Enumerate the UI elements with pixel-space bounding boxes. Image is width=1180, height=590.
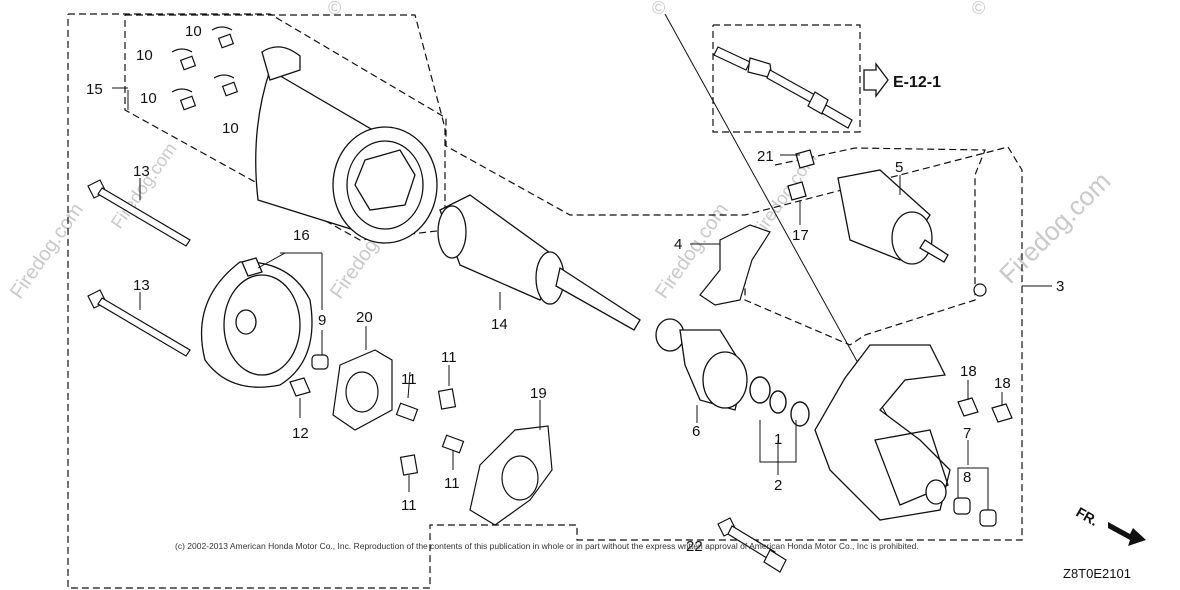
callout-16: 16	[293, 227, 310, 244]
callout-4: 4	[674, 236, 682, 253]
callout-7: 7	[963, 425, 971, 442]
bushing-8-nuts-18	[953, 397, 1013, 527]
callout-18-a: 18	[960, 363, 977, 380]
front-direction-label: FR.	[1074, 504, 1102, 529]
leader-lines	[112, 87, 1052, 510]
brush-parts	[171, 26, 239, 111]
leader-e12	[664, 13, 896, 431]
pinion-clutch	[655, 318, 748, 411]
callout-13-b: 13	[133, 277, 150, 294]
callout-18-b: 18	[994, 375, 1011, 392]
callout-3: 3	[1056, 278, 1064, 295]
callout-2: 2	[774, 477, 782, 494]
shift-lever	[699, 224, 771, 306]
watermark-brand-right: Firedog.com	[993, 166, 1116, 289]
callout-10-b: 10	[136, 47, 153, 64]
bolt-22	[717, 517, 787, 573]
through-bolts	[87, 179, 191, 357]
copyright-notice: (c) 2002-2013 American Honda Motor Co., …	[175, 541, 919, 551]
rear-cover	[201, 257, 313, 388]
callout-12: 12	[292, 425, 309, 442]
callout-13-a: 13	[133, 163, 150, 180]
front-direction-arrow	[1108, 522, 1146, 546]
solenoid	[787, 149, 949, 265]
callout-22: 22	[686, 538, 703, 555]
front-bracket	[814, 344, 951, 521]
end-plate	[469, 425, 553, 526]
callout-1: 1	[774, 431, 782, 448]
callout-11-b: 11	[401, 371, 417, 388]
bushing-and-nut	[289, 354, 329, 397]
callout-11-a: 11	[441, 349, 457, 366]
solenoid-grommet	[973, 283, 987, 297]
callout-21: 21	[757, 148, 774, 165]
reference-arrow	[863, 62, 889, 98]
callout-10-d: 10	[222, 120, 239, 137]
callout-11-c: 11	[444, 475, 460, 492]
callout-20: 20	[356, 309, 373, 326]
armature	[437, 194, 641, 331]
callout-14: 14	[491, 316, 508, 333]
callout-9: 9	[318, 312, 326, 329]
watermark-symbol-1: ©	[328, 0, 341, 18]
callout-10-c: 10	[140, 90, 157, 107]
callout-5: 5	[895, 159, 903, 176]
callout-10-a: 10	[185, 23, 202, 40]
watermark-brand-left: Firedog.com	[6, 199, 88, 303]
watermark-symbol-2: ©	[652, 0, 665, 18]
callout-11-d: 11	[401, 497, 417, 514]
springs	[395, 388, 465, 476]
callout-15: 15	[86, 81, 103, 98]
callout-17: 17	[792, 227, 809, 244]
callout-6: 6	[692, 423, 700, 440]
watermark-symbol-3: ©	[972, 0, 985, 18]
brush-holder-plate	[332, 349, 393, 431]
callout-19: 19	[530, 385, 547, 402]
yoke-assembly	[255, 46, 438, 244]
reference-label: E-12-1	[893, 74, 941, 91]
washers	[749, 376, 810, 427]
through-bolt-long	[713, 46, 853, 129]
diagram-code: Z8T0E2101	[1063, 566, 1131, 581]
callout-8: 8	[963, 469, 971, 486]
